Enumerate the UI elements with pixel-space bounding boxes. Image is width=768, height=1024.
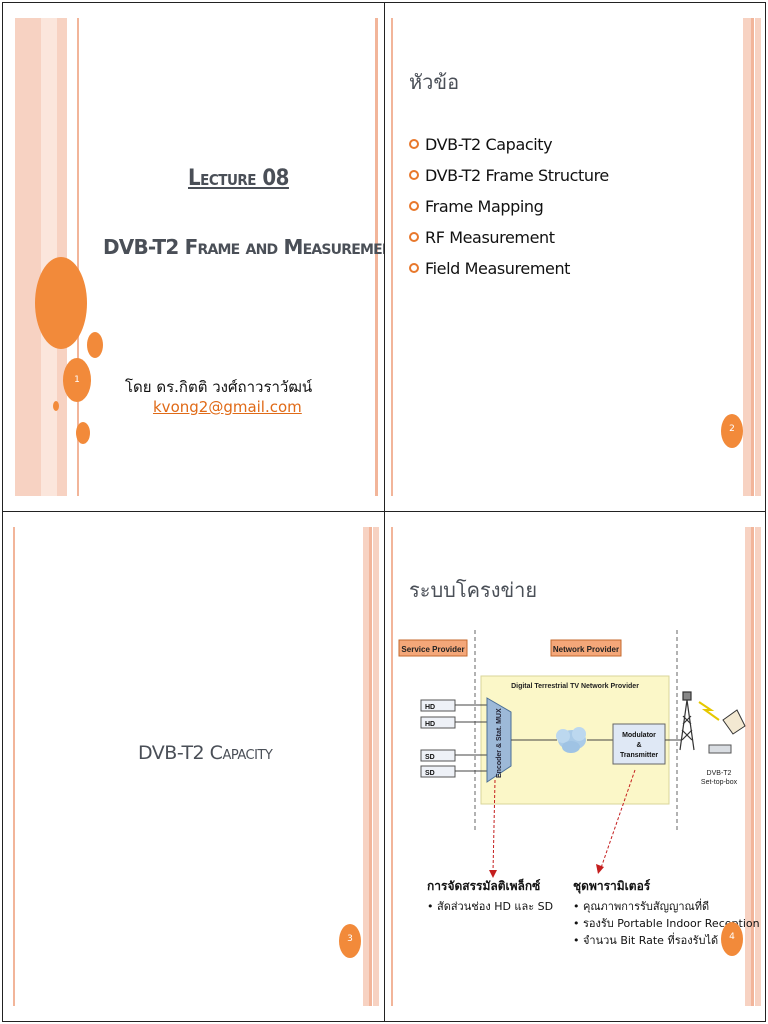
slide-3: DVB-T2 Capacity 3 — [2, 511, 385, 1022]
parameter-caption-item: • จำนวน Bit Rate ที่รองรับได้ — [573, 934, 719, 947]
decor-stripe — [743, 18, 751, 496]
network-provider-label: Network Provider — [553, 645, 619, 654]
modulator-label: Modulator — [622, 732, 656, 739]
slide-number: 1 — [74, 375, 80, 385]
slide-number: 4 — [729, 932, 735, 942]
encoder-block — [486, 697, 512, 783]
bullet-icon — [409, 200, 419, 211]
service-provider-box — [398, 639, 468, 657]
bullet-icon — [409, 169, 419, 180]
encoder-label: Encoder & Stat. MUX — [496, 708, 503, 778]
decor-stripe — [391, 18, 393, 496]
email-link[interactable]: kvong2@gmail.com — [153, 398, 302, 416]
cloud-icon — [556, 727, 586, 753]
agenda-list: DVB-T2 Capacity DVB-T2 Frame Structure F… — [409, 135, 609, 290]
list-item-label: DVB-T2 Frame Structure — [425, 166, 609, 185]
network-diagram: Service Provider Network Provider Digita… — [398, 630, 746, 830]
arrow-head — [596, 864, 604, 874]
decor-stripe — [369, 527, 372, 1006]
slide-number-badge — [63, 358, 91, 402]
decor-stripe — [373, 527, 379, 1006]
bullet-icon — [409, 262, 419, 273]
slide-4: ระบบโครงข่าย Service Provider Network Pr… — [384, 511, 766, 1022]
decor-stripe — [15, 18, 41, 496]
house-icon — [722, 709, 746, 735]
list-item-label: RF Measurement — [425, 228, 555, 247]
list-item-label: Field Measurement — [425, 259, 571, 278]
decor-stripe — [375, 18, 378, 496]
list-item: Frame Mapping — [409, 197, 609, 228]
slide-title: DVB-T2 Capacity — [138, 742, 273, 764]
input-label: SD — [425, 770, 435, 777]
decor-stripe — [755, 18, 761, 496]
decor-stripe — [751, 527, 754, 1006]
list-item: DVB-T2 Frame Structure — [409, 166, 609, 197]
list-item: Field Measurement — [409, 259, 609, 290]
arrow-head — [489, 870, 497, 878]
network-area-title: Digital Terrestrial TV Network Provider — [511, 683, 639, 690]
slide-1: 1 Lecture 08 DVB-T2 Frame and Measuremen… — [2, 2, 385, 512]
parameter-caption-item: • รองรับ Portable Indoor Reception — [573, 917, 760, 930]
lecture-heading: Lecture 08 — [188, 166, 289, 191]
decor-stripe — [13, 527, 15, 1006]
decor-circle — [76, 422, 90, 444]
decor-circle — [87, 332, 103, 358]
pointer-line — [492, 779, 496, 873]
service-provider-label: Service Provider — [401, 645, 464, 654]
svg-text:&: & — [636, 742, 641, 749]
slide-number: 3 — [347, 934, 353, 944]
parameter-caption-title: ชุดพารามิเตอร์ — [573, 879, 651, 893]
author: โดย ดร.กิตติ วงศ์ถาวราวัฒน์ — [125, 378, 313, 396]
network-provider-box — [550, 639, 622, 657]
slide-number-badge — [721, 922, 743, 956]
input-label: HD — [425, 704, 435, 711]
bullet-icon — [409, 231, 419, 242]
parameter-caption-item: • คุณภาพการรับสัญญาณที่ดี — [573, 900, 710, 913]
list-item: RF Measurement — [409, 228, 609, 259]
multiplex-caption-item: • สัดส่วนช่อง HD และ SD — [427, 900, 554, 913]
slide-title: หัวข้อ — [409, 70, 460, 94]
svg-text:Transmitter: Transmitter — [620, 752, 658, 759]
pointer-arrows — [489, 769, 636, 878]
slide-number: 2 — [729, 424, 735, 434]
decor-stripe — [363, 527, 369, 1006]
decor-stripe — [755, 527, 761, 1006]
slide-title: DVB-T2 Frame and Measurement — [103, 235, 385, 259]
list-item-label: Frame Mapping — [425, 197, 544, 216]
modulator-box — [612, 723, 666, 765]
slide-number-badge — [721, 414, 743, 448]
tower-icon — [679, 691, 695, 751]
input-label: SD — [425, 754, 435, 761]
decor-stripe — [391, 527, 393, 1006]
set-top-box-icon — [708, 744, 732, 754]
decor-circle — [53, 401, 59, 411]
decor-stripe — [751, 18, 754, 496]
slide-2: หัวข้อ DVB-T2 Capacity DVB-T2 Frame Stru… — [384, 2, 766, 512]
decor-stripe — [745, 527, 751, 1006]
signal-icon — [698, 701, 720, 721]
pointer-line — [600, 769, 636, 869]
stb-label: Set-top-box — [701, 779, 738, 786]
decor-circle — [35, 257, 87, 349]
decor-stripe — [77, 18, 79, 496]
multiplex-caption-title: การจัดสรรมัลติเพล็กซ์ — [427, 879, 541, 893]
slide-number-badge — [339, 924, 361, 958]
slide-title: ระบบโครงข่าย — [409, 578, 538, 602]
list-item: DVB-T2 Capacity — [409, 135, 609, 166]
list-item-label: DVB-T2 Capacity — [425, 135, 553, 154]
stb-label: DVB-T2 — [707, 770, 732, 777]
input-label: HD — [425, 721, 435, 728]
bullet-icon — [409, 138, 419, 149]
decor-stripe — [41, 18, 57, 496]
